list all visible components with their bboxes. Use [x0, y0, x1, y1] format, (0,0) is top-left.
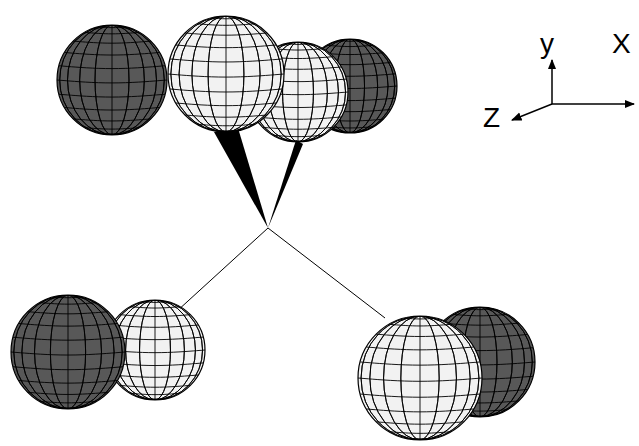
axes	[512, 60, 634, 120]
axis-label: X	[612, 30, 631, 58]
wedge-bond	[268, 140, 303, 228]
axis-label: y	[540, 30, 554, 58]
light-atom	[358, 316, 482, 440]
light-atom	[168, 16, 284, 132]
dark-atom	[11, 295, 125, 409]
wedge-bond	[214, 128, 268, 228]
dark-atom	[57, 25, 167, 135]
axis-label: Z	[483, 104, 500, 132]
bond-line	[268, 228, 385, 318]
